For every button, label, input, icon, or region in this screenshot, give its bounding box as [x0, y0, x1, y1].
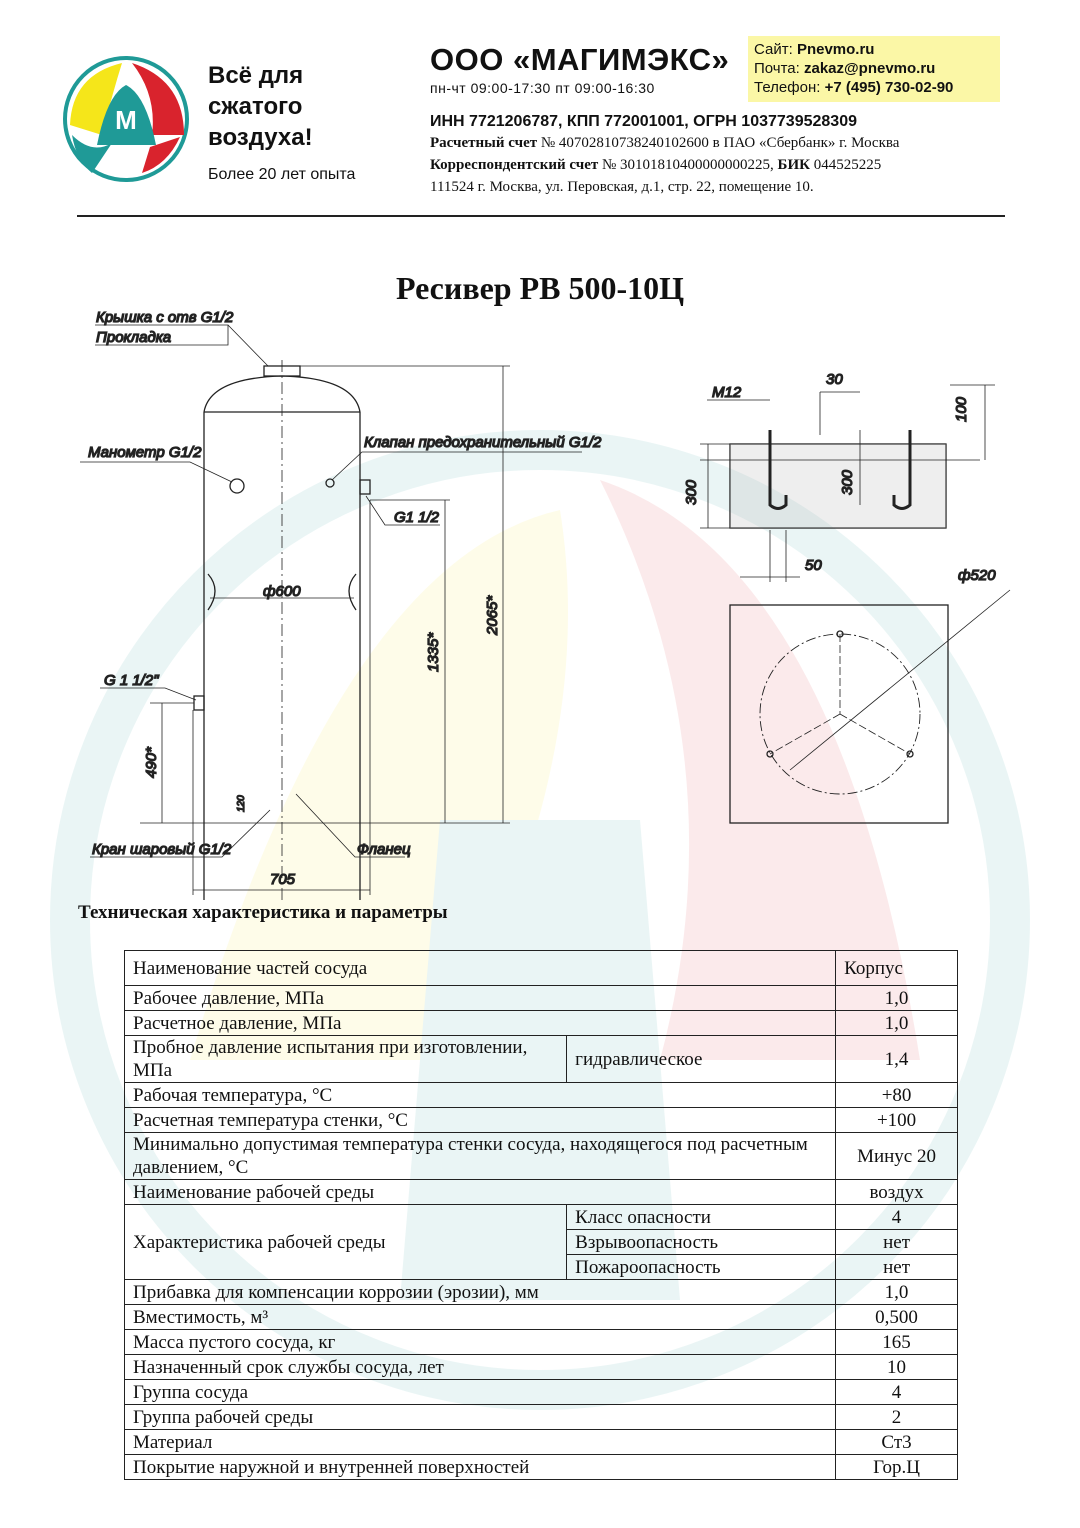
label-ball-valve: Кран шаровый G1/2: [92, 841, 232, 858]
email-link[interactable]: zakaz@pnevmo.ru: [804, 60, 936, 77]
label-g112: G1 1/2: [394, 509, 440, 526]
dim-30: 30: [826, 371, 843, 388]
address-line: 111524 г. Москва, ул. Перовская, д.1, ст…: [430, 179, 814, 195]
slogan: Всё для сжатого воздуха!: [208, 60, 313, 153]
company-name: ООО «МАГИМЭКС»: [430, 42, 730, 77]
slogan-line: сжатого: [208, 93, 303, 120]
label-cover: Крышка с отв G1/2: [96, 309, 234, 326]
dim-50: 50: [805, 557, 822, 574]
working-hours: пн-чт 09:00-17:30 пт 09:00-16:30: [430, 80, 655, 96]
dim-100: 100: [953, 396, 970, 422]
table-row: Рабочая температура, °С+80: [123, 1082, 958, 1108]
dim-300-inner: 300: [839, 469, 856, 495]
slogan-line: воздуха!: [208, 124, 313, 151]
corr-account-line: Корреспондентский счет № 301018104000000…: [430, 157, 882, 173]
label-flange: Фланец: [357, 841, 411, 858]
inn-line: ИНН 7721206787, КПП 772001001, ОГРН 1037…: [430, 113, 857, 130]
table-row: Пробное давление испытания при изготовле…: [123, 1035, 958, 1083]
table-row: Расчетная температура стенки, °С+100: [123, 1107, 958, 1133]
page-title: Ресивер РВ 500-10Ц: [395, 270, 685, 306]
foundation-section: [700, 384, 995, 582]
phone-link[interactable]: +7 (495) 730-02-90: [824, 79, 954, 96]
dim-height-total: 2065*: [484, 595, 501, 636]
dim-300-outer: 300: [683, 479, 700, 505]
label-g112-lower: G 1 1/2": [104, 672, 159, 689]
dim-520: ф520: [958, 567, 996, 584]
logo-letter: М: [115, 105, 137, 135]
dim-height-mid: 1335*: [425, 632, 442, 672]
site-link[interactable]: Pnevmo.ru: [796, 41, 875, 58]
table-row: Покрытие наружной и внутренней поверхнос…: [123, 1454, 958, 1480]
contact-site: Сайт: Pnevmo.ru: [754, 41, 875, 58]
dim-flange-height: 120: [236, 795, 247, 812]
table-row: Прибавка для компенсации коррозии (эрози…: [123, 1279, 958, 1305]
dim-height-low: 490*: [143, 746, 160, 778]
table-row: Минимально допустимая температура стенки…: [123, 1132, 958, 1180]
label-safety-valve: Клапан предохранительный G1/2: [364, 434, 602, 451]
label-manometer: Манометр G1/2: [88, 444, 202, 461]
company-logo: М: [63, 56, 189, 182]
label-diameter: ф600: [263, 583, 301, 600]
account-line: Расчетный счет № 40702810738240102600 в …: [430, 135, 900, 151]
dim-width: 705: [270, 871, 296, 888]
tank-outline: [193, 360, 371, 900]
foundation-plan: [729, 589, 1011, 824]
slogan-line: Всё для: [208, 62, 304, 89]
contacts-box: Сайт: Pnevmo.ru Почта: zakaz@pnevmo.ru Т…: [748, 36, 1000, 102]
contact-email: Почта: zakaz@pnevmo.ru: [754, 60, 936, 77]
dim-bolt: M12: [712, 384, 742, 401]
header-divider: [77, 215, 1005, 217]
contact-phone: Телефон: +7 (495) 730-02-90: [754, 79, 954, 96]
label-gasket: Прокладка: [96, 329, 171, 346]
experience-text: Более 20 лет опыта: [208, 166, 356, 183]
specs-title: Техническая характеристика и параметры: [78, 902, 448, 923]
receiver-drawing: Крышка с отв G1/2 Прокладка Манометр G1/…: [80, 308, 1011, 900]
